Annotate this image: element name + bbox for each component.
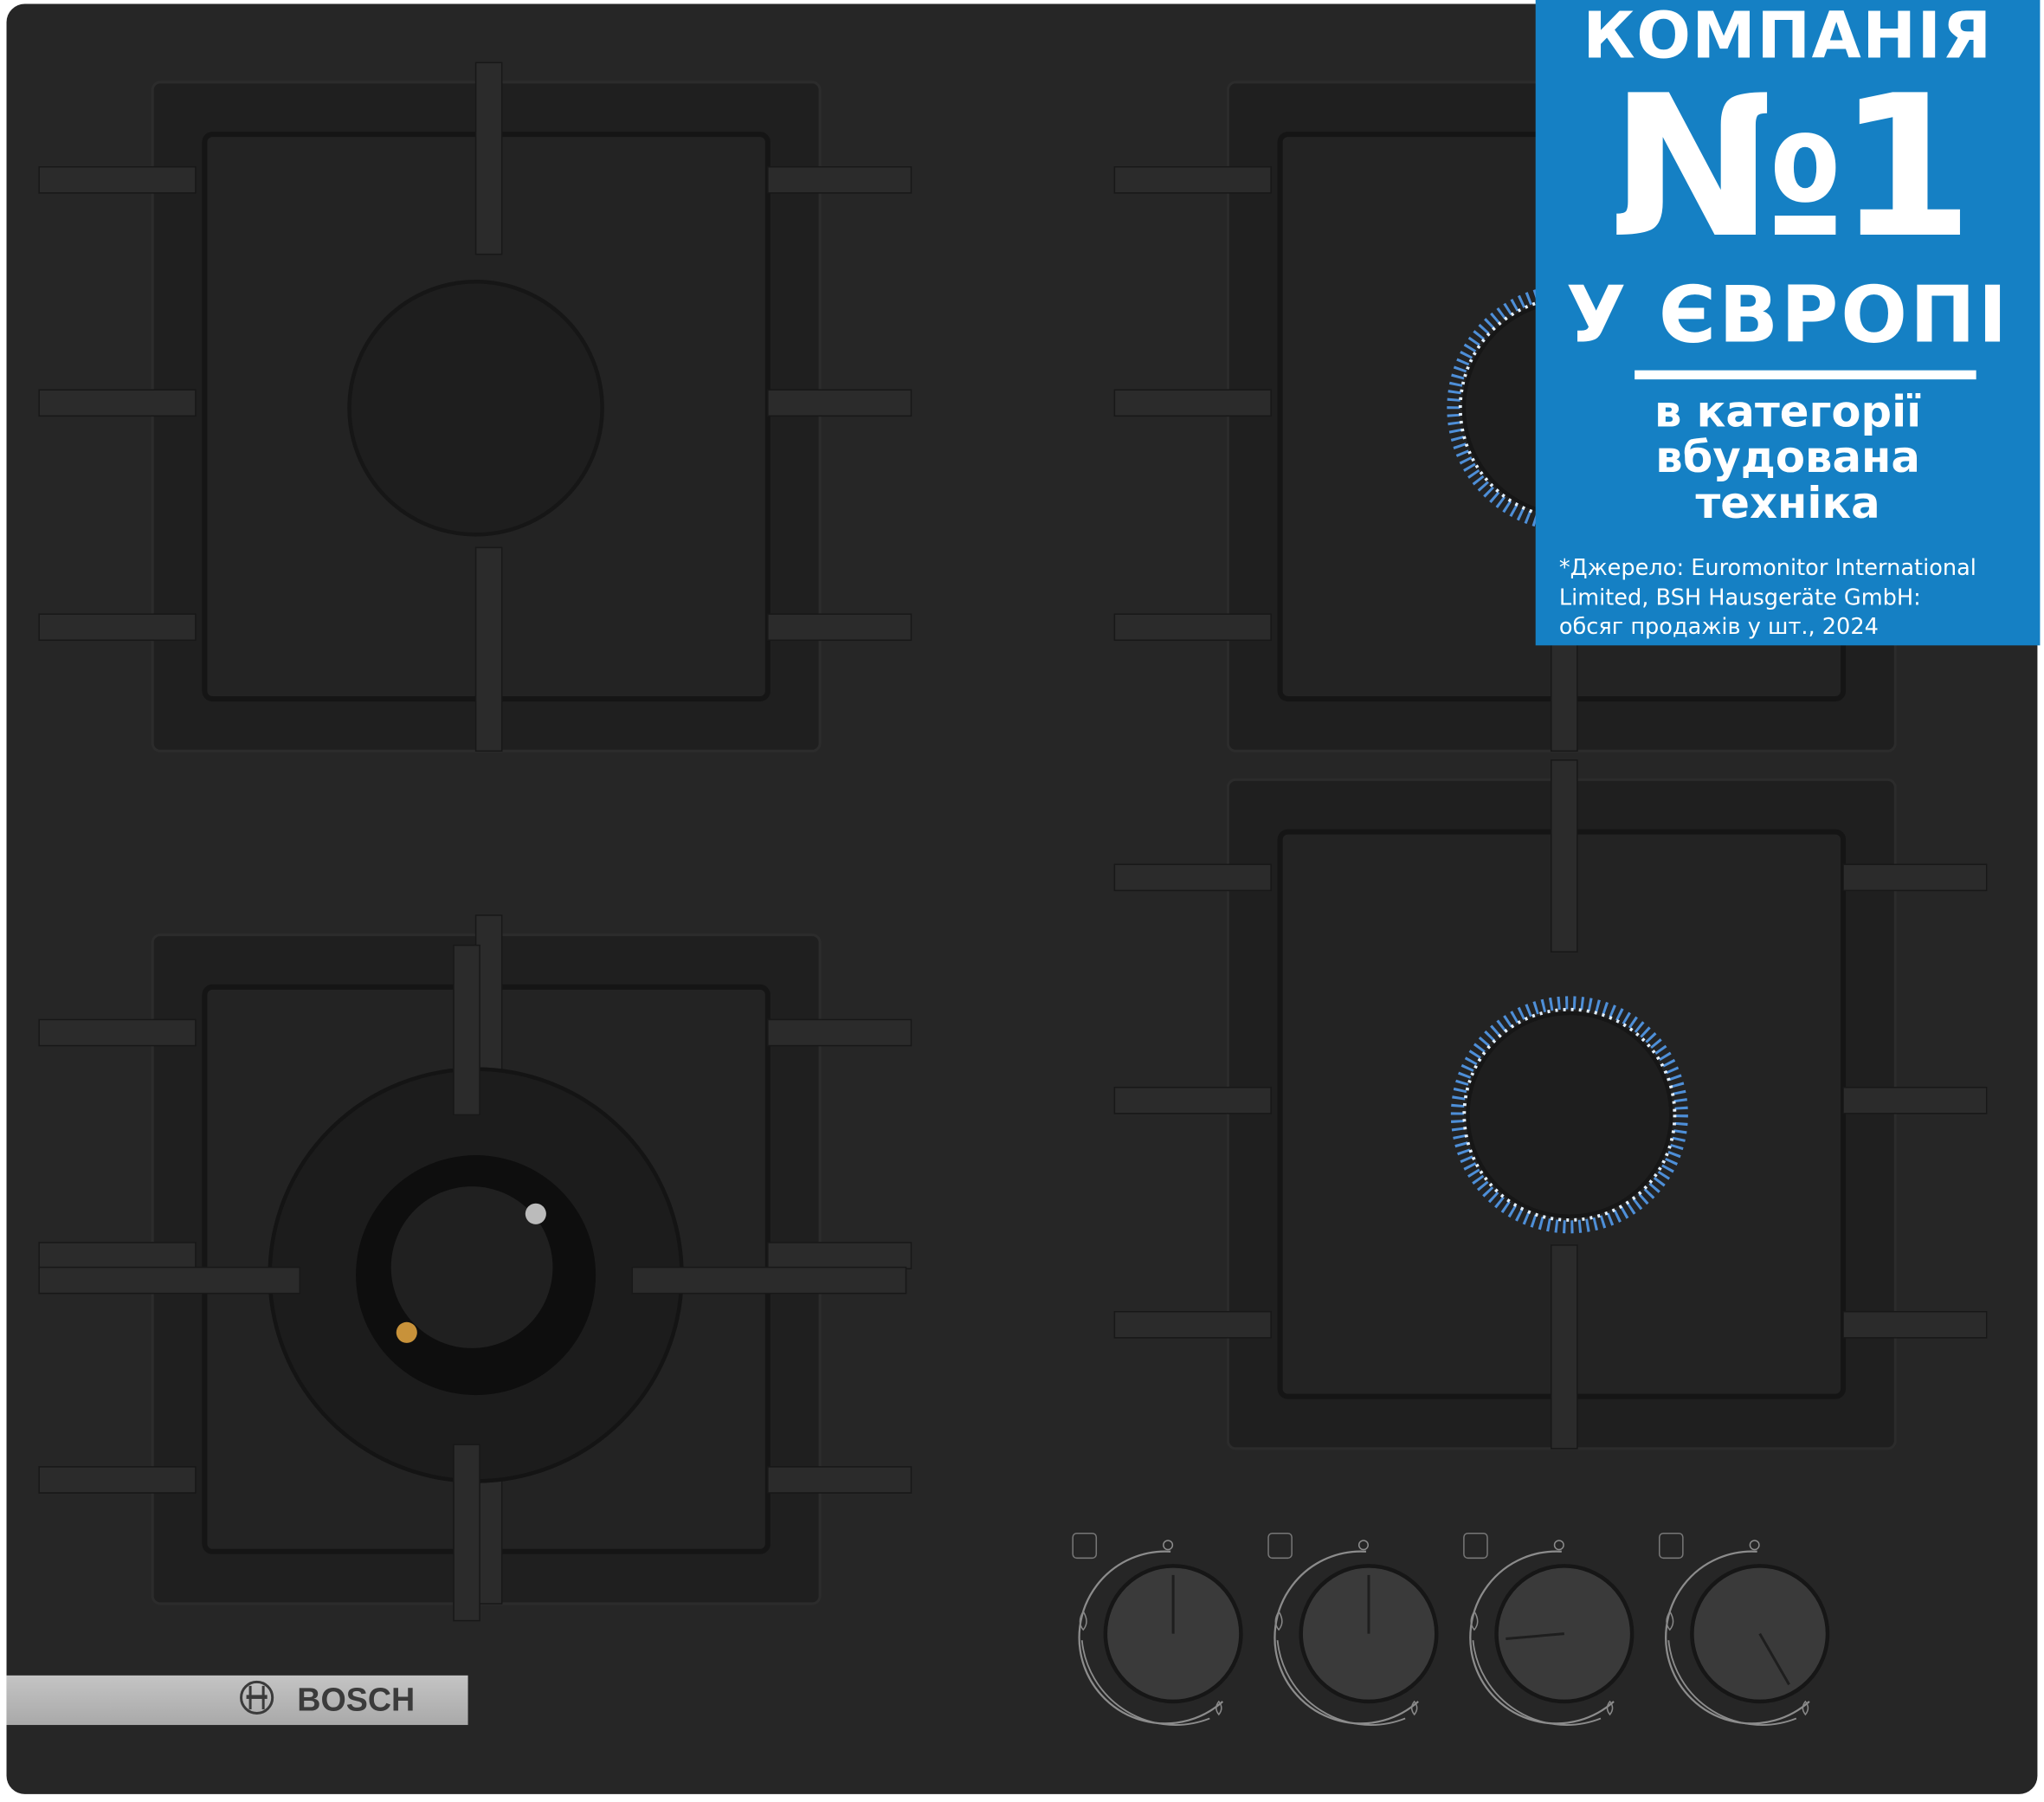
wok-burner-cap	[390, 1186, 553, 1348]
grate-arm	[1842, 863, 1988, 892]
off-position-icon	[1357, 1540, 1369, 1551]
flame-min-icon	[1606, 1700, 1614, 1716]
grate-arm	[1842, 1310, 1988, 1339]
thermocouple-icon	[396, 1321, 417, 1343]
grate-arm	[38, 165, 197, 194]
burner-flame	[1450, 996, 1688, 1234]
grate-arm	[1113, 1087, 1272, 1114]
burner	[347, 279, 604, 537]
control-knob	[1072, 1532, 1243, 1726]
off-position-icon	[1749, 1540, 1760, 1551]
grate-arm	[767, 613, 912, 642]
grate-arm	[1113, 1310, 1272, 1339]
grate-arm	[474, 61, 503, 255]
knob-scale-arc	[1276, 1640, 1406, 1726]
badge-category-line-3: техніка	[1695, 477, 1880, 528]
control-knob	[1659, 1532, 1830, 1726]
burner-position-icon	[1072, 1532, 1098, 1560]
burner-position-icon	[1463, 1532, 1488, 1560]
off-position-icon	[1163, 1540, 1174, 1551]
grate-arm	[1113, 165, 1272, 194]
grate-arm	[767, 165, 912, 194]
burner-flame-core	[1462, 1007, 1677, 1222]
flame-min-icon	[1802, 1700, 1809, 1716]
burner-cap	[347, 279, 604, 537]
knob-scale-arc	[1665, 1550, 1810, 1725]
badge-footnote: *Джерело: Euromonitor International Limi…	[1559, 554, 2035, 643]
grate-arm	[767, 1466, 912, 1494]
grate-arm	[38, 1266, 301, 1295]
grate-arm	[1842, 1087, 1988, 1114]
flame-max-icon	[1079, 1610, 1087, 1631]
flame-max-icon	[1666, 1610, 1674, 1631]
grate-arm	[631, 1266, 907, 1295]
knob-pointer	[1506, 1632, 1564, 1641]
grate-arm	[767, 389, 912, 417]
grate-arm	[453, 944, 480, 1116]
bosch-logo-icon	[240, 1680, 274, 1715]
grate-arm	[38, 1466, 197, 1494]
control-knob	[1267, 1532, 1439, 1726]
badge-footnote-line-3: обсяг продажів у шт., 2024	[1558, 614, 1879, 641]
knob-scale-arc	[1080, 1640, 1210, 1726]
badge-footnote-line-1: *Джерело: Euromonitor International	[1558, 555, 1976, 582]
burner-position-icon	[1267, 1532, 1293, 1560]
grate-arm	[38, 1018, 197, 1047]
off-position-icon	[1553, 1540, 1564, 1551]
badge-category-line-1: в категорії	[1654, 385, 1922, 437]
burner	[1450, 996, 1688, 1234]
ignition-electrode-icon	[525, 1203, 546, 1224]
grate-arm	[1551, 759, 1578, 953]
promo-badge: КОМПАНІЯ №1 У ЄВРОПІ в категорії вбудова…	[1535, 0, 2041, 646]
flame-min-icon	[1215, 1700, 1222, 1716]
grate-arm	[38, 1242, 197, 1269]
knob-pointer	[1758, 1632, 1790, 1686]
badge-line-europe: У ЄВРОПІ	[1565, 269, 2010, 362]
badge-divider	[1635, 370, 1976, 380]
grate-arm	[1113, 389, 1272, 417]
grate-arm	[474, 546, 503, 752]
grate-arm	[1113, 863, 1272, 892]
badge-line-company: КОМПАНІЯ	[1583, 0, 1993, 74]
brand-strip	[6, 1675, 468, 1726]
flame-max-icon	[1470, 1610, 1479, 1631]
grate-arm	[767, 1242, 912, 1269]
grate-arm	[453, 1444, 480, 1622]
control-knob	[1463, 1532, 1635, 1726]
knob-scale-arc	[1273, 1550, 1419, 1725]
badge-category-line-2: вбудована	[1655, 431, 1920, 483]
knob-scale-arc	[1667, 1640, 1797, 1726]
grate-arm	[38, 389, 197, 417]
knob-scale-arc	[1078, 1550, 1224, 1725]
flame-min-icon	[1410, 1700, 1418, 1716]
badge-line-number-one: №1	[1609, 55, 1974, 282]
knob-body	[1690, 1564, 1830, 1704]
burner-cap	[1466, 1011, 1673, 1219]
flame-max-icon	[1274, 1610, 1283, 1631]
grate-arm	[767, 1018, 912, 1047]
grate-arm	[1551, 1244, 1578, 1450]
badge-footnote-line-2: Limited, BSH Hausgeräte GmbH:	[1558, 585, 1921, 611]
knob-scale-arc	[1469, 1550, 1615, 1725]
brand-name: BOSCH	[297, 1682, 416, 1719]
burner-position-icon	[1659, 1532, 1684, 1560]
badge-category: в категорії вбудована техніка	[1536, 389, 2041, 526]
grate-arm	[38, 613, 197, 642]
grate-arm	[1113, 613, 1272, 642]
knob-scale-arc	[1472, 1640, 1602, 1726]
